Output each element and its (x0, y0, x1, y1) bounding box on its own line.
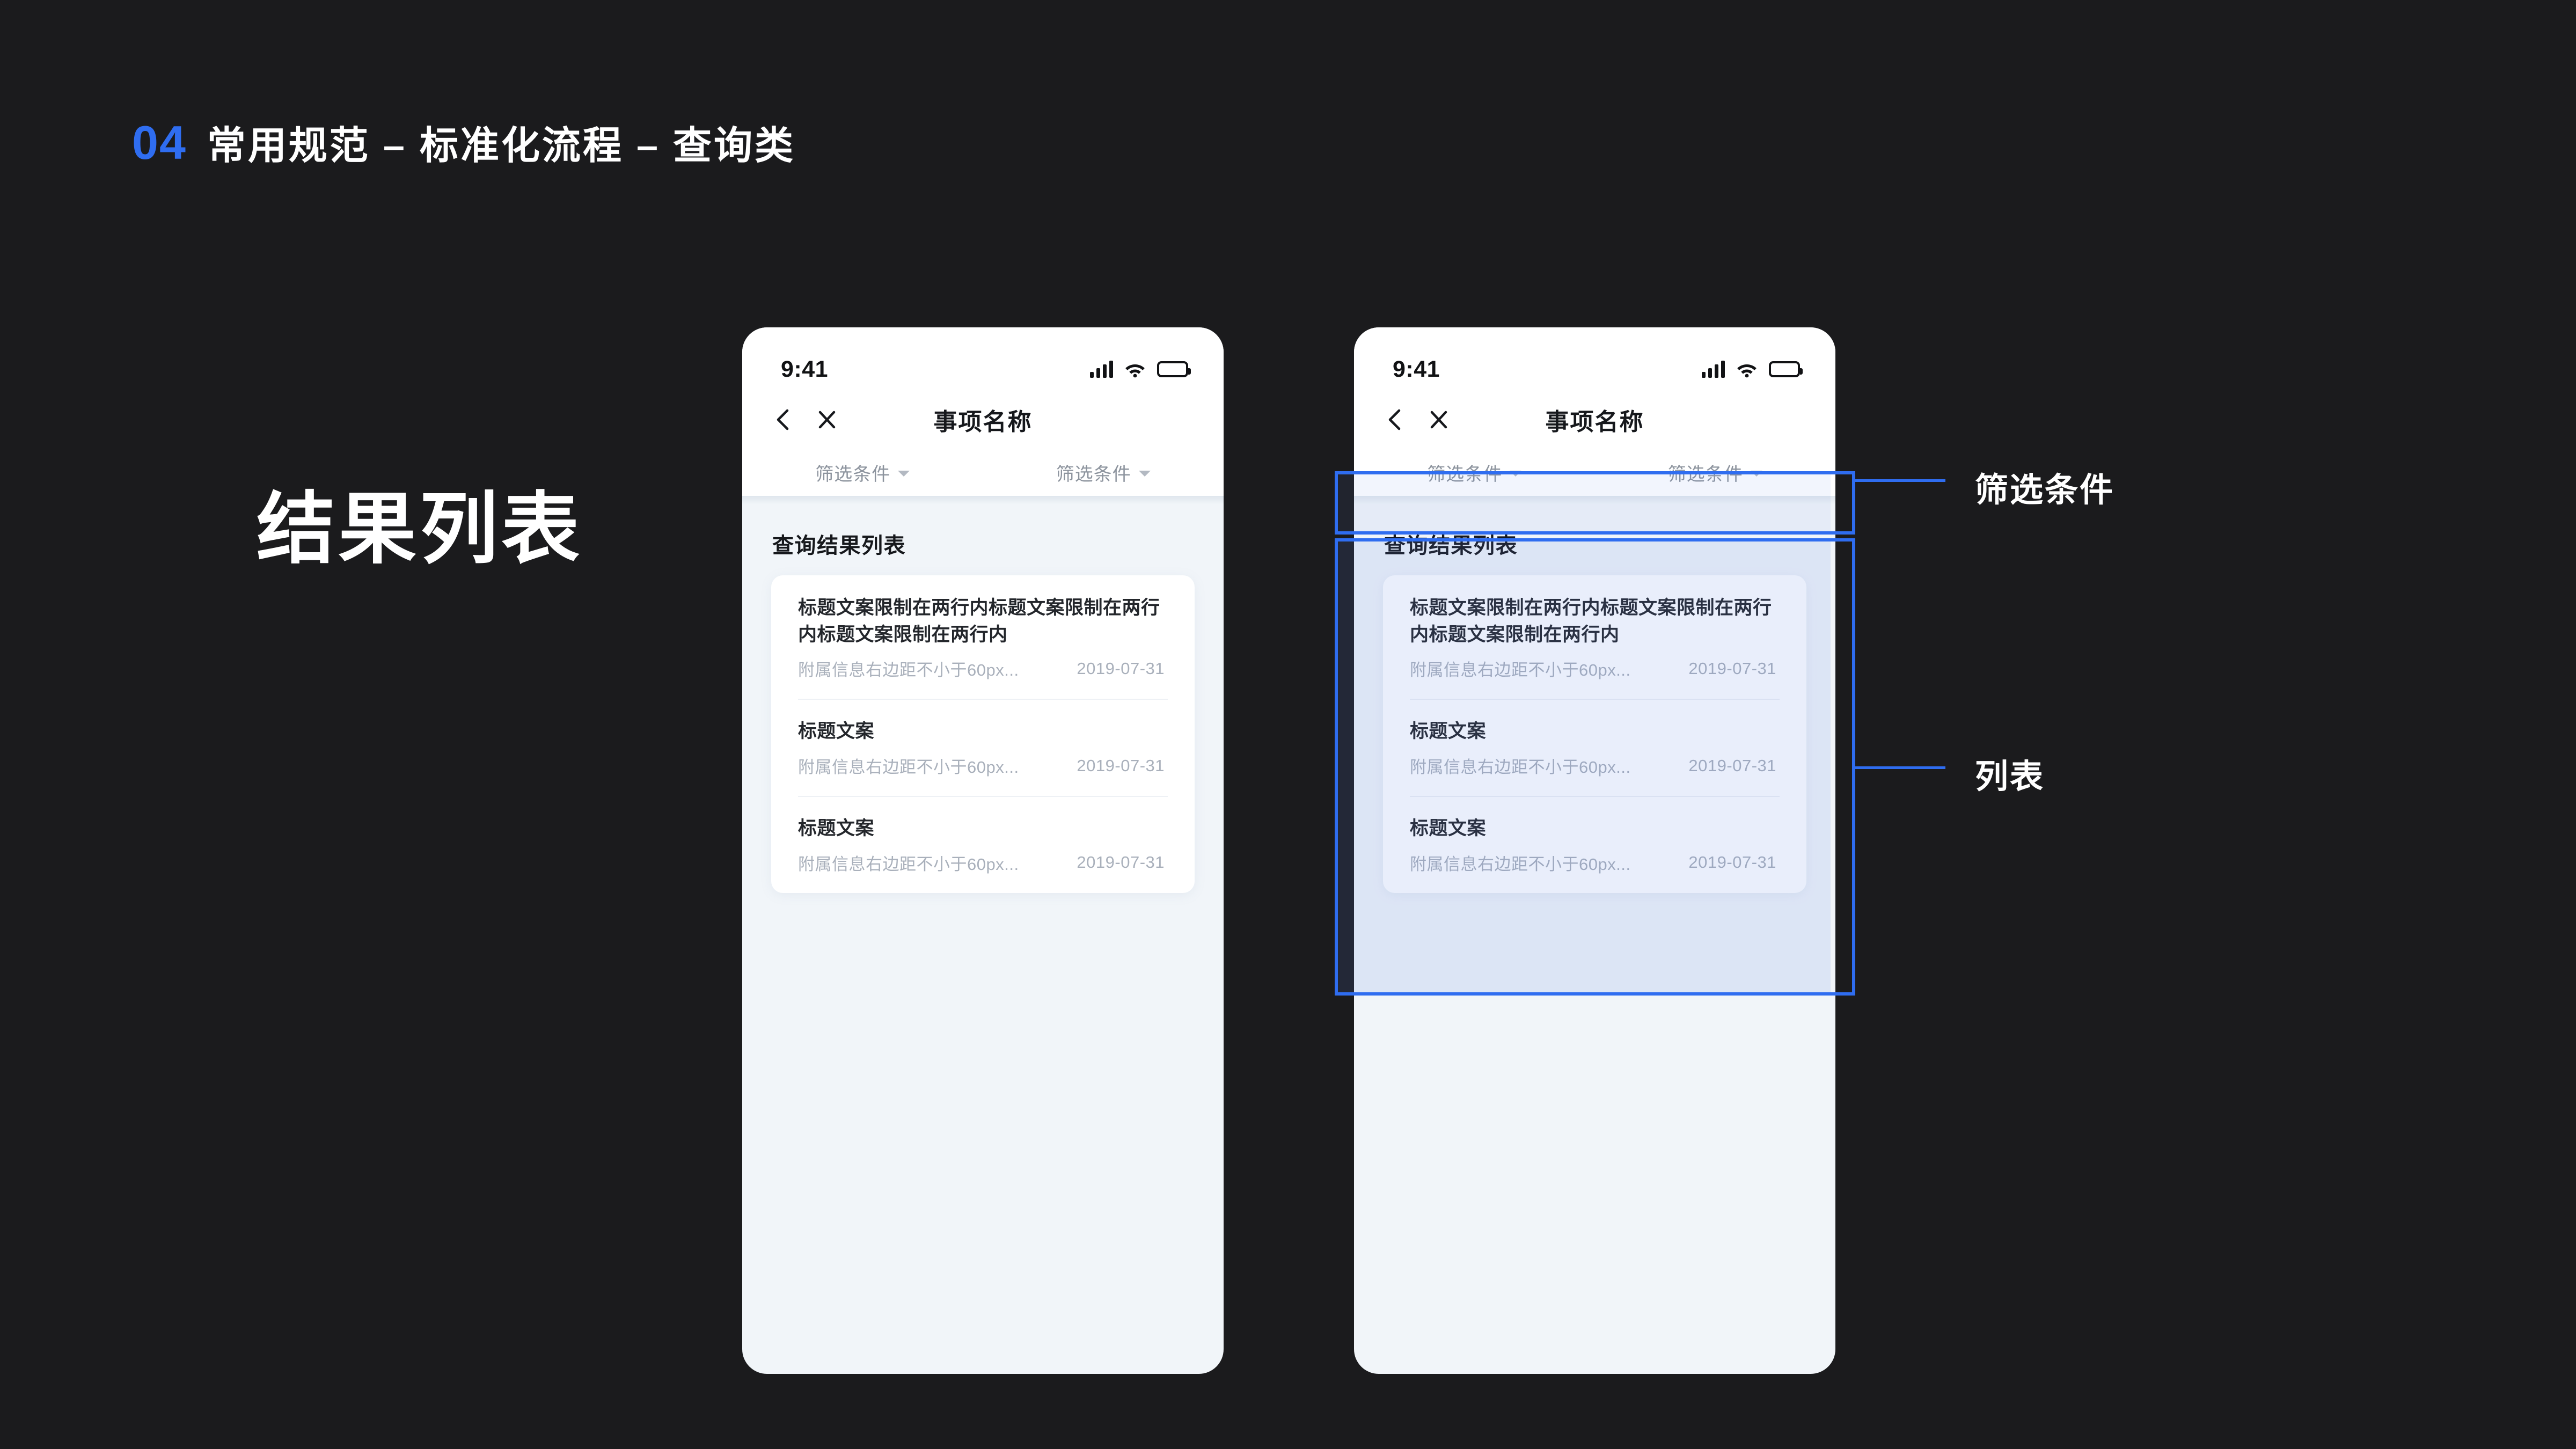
item-meta: 附属信息右边距不小于60px... 2019-07-31 (1410, 656, 1780, 680)
section-label: 结果列表 (257, 485, 583, 573)
item-date: 2019-07-31 (1077, 658, 1165, 678)
item-subtitle: 附属信息右边距不小于60px... (798, 758, 1019, 777)
filter-dropdown-2[interactable]: 筛选条件 (1595, 459, 1836, 486)
filter-dropdown-2[interactable]: 筛选条件 (983, 459, 1224, 486)
chevron-down-icon (1750, 470, 1762, 477)
chevron-left-icon[interactable] (772, 407, 794, 432)
annotation-label-list: 列表 (1975, 758, 2045, 795)
section-heading: 查询结果列表 (1384, 534, 1518, 558)
leader-line-filter (1855, 479, 1945, 482)
nav-icons (1384, 407, 1450, 432)
status-bar: 9:41 (742, 327, 1224, 391)
content-area: 查询结果列表 标题文案限制在两行内标题文案限制在两行内标题文案限制在两行内 附属… (1354, 504, 1835, 893)
slide-header: 04 常用规范 – 标准化流程 – 查询类 (132, 114, 795, 170)
item-subtitle: 附属信息右边距不小于60px... (1410, 854, 1631, 874)
content-area: 查询结果列表 标题文案限制在两行内标题文案限制在两行内标题文案限制在两行内 附属… (742, 504, 1224, 893)
list-item[interactable]: 标题文案 附属信息右边距不小于60px... 2019-07-31 (1383, 699, 1806, 796)
filter-dropdown-1[interactable]: 筛选条件 (1354, 459, 1595, 486)
item-title: 标题文案 (1410, 818, 1487, 839)
list-item[interactable]: 标题文案 附属信息右边距不小于60px... 2019-07-31 (1383, 796, 1806, 893)
nav-bar: 事项名称 (742, 391, 1224, 449)
filter-label: 筛选条件 (1667, 464, 1743, 485)
status-time: 9:41 (781, 356, 829, 382)
item-date: 2019-07-31 (1688, 853, 1776, 872)
item-subtitle: 附属信息右边距不小于60px... (798, 854, 1019, 874)
status-icons (1702, 361, 1803, 378)
list-item[interactable]: 标题文案 附属信息右边距不小于60px... 2019-07-31 (771, 796, 1195, 893)
filter-label: 筛选条件 (815, 464, 891, 485)
slide-number: 04 (132, 116, 187, 169)
annotation-label-filter: 筛选条件 (1975, 472, 2115, 509)
wifi-icon (1125, 364, 1145, 378)
list-item[interactable]: 标题文案限制在两行内标题文案限制在两行内标题文案限制在两行内 附属信息右边距不小… (1383, 575, 1806, 699)
section-heading: 查询结果列表 (772, 534, 906, 558)
phone-mockup-plain: 9:41 事项名称 筛选条件 筛选条件 (742, 327, 1224, 1374)
item-meta: 附属信息右边距不小于60px... 2019-07-31 (1410, 753, 1780, 778)
close-icon[interactable] (1428, 407, 1450, 432)
chevron-down-icon (898, 470, 910, 477)
item-subtitle: 附属信息右边距不小于60px... (798, 661, 1019, 680)
list-item[interactable]: 标题文案 附属信息右边距不小于60px... 2019-07-31 (771, 699, 1195, 796)
item-title: 标题文案限制在两行内标题文案限制在两行内标题文案限制在两行内 (798, 597, 1160, 645)
item-title: 标题文案 (798, 818, 875, 839)
status-time: 9:41 (1393, 356, 1440, 382)
chevron-left-icon[interactable] (1384, 407, 1406, 432)
leader-line-list (1855, 766, 1945, 769)
item-subtitle: 附属信息右边距不小于60px... (1410, 661, 1631, 680)
item-date: 2019-07-31 (1077, 756, 1165, 775)
result-list-card: 标题文案限制在两行内标题文案限制在两行内标题文案限制在两行内 附属信息右边距不小… (1383, 575, 1806, 893)
filter-bar: 筛选条件 筛选条件 (742, 449, 1224, 496)
battery-icon (1769, 361, 1803, 377)
signal-icon (1090, 361, 1113, 378)
item-meta: 附属信息右边距不小于60px... 2019-07-31 (798, 753, 1168, 778)
item-title: 标题文案 (798, 721, 875, 742)
item-title: 标题文案 (1410, 721, 1487, 742)
item-meta: 附属信息右边距不小于60px... 2019-07-31 (798, 851, 1168, 875)
status-bar: 9:41 (1354, 327, 1835, 391)
battery-icon (1157, 361, 1191, 377)
result-list-card: 标题文案限制在两行内标题文案限制在两行内标题文案限制在两行内 附属信息右边距不小… (771, 575, 1195, 893)
filter-bar: 筛选条件 筛选条件 (1354, 449, 1835, 496)
item-meta: 附属信息右边距不小于60px... 2019-07-31 (1410, 851, 1780, 875)
item-date: 2019-07-31 (1077, 853, 1165, 872)
item-meta: 附属信息右边距不小于60px... 2019-07-31 (798, 656, 1168, 680)
filter-bar-shadow (1354, 496, 1835, 504)
close-icon[interactable] (816, 407, 838, 432)
page-title: 常用规范 – 标准化流程 – 查询类 (207, 125, 795, 167)
chevron-down-icon (1510, 470, 1522, 477)
status-icons (1090, 361, 1191, 378)
filter-label: 筛选条件 (1427, 464, 1503, 485)
chevron-down-icon (1138, 470, 1151, 477)
filter-bar-shadow (742, 496, 1224, 504)
nav-bar: 事项名称 (1354, 391, 1835, 449)
wifi-icon (1737, 364, 1757, 378)
item-title: 标题文案限制在两行内标题文案限制在两行内标题文案限制在两行内 (1410, 597, 1772, 645)
signal-icon (1702, 361, 1725, 378)
item-date: 2019-07-31 (1688, 756, 1776, 775)
item-date: 2019-07-31 (1688, 658, 1776, 678)
filter-dropdown-1[interactable]: 筛选条件 (742, 459, 983, 486)
filter-label: 筛选条件 (1056, 464, 1131, 485)
phone-mockup-annotated: 9:41 事项名称 筛选条件 筛选条件 (1354, 327, 1835, 1374)
nav-icons (772, 407, 838, 432)
item-subtitle: 附属信息右边距不小于60px... (1410, 758, 1631, 777)
list-item[interactable]: 标题文案限制在两行内标题文案限制在两行内标题文案限制在两行内 附属信息右边距不小… (771, 575, 1195, 699)
